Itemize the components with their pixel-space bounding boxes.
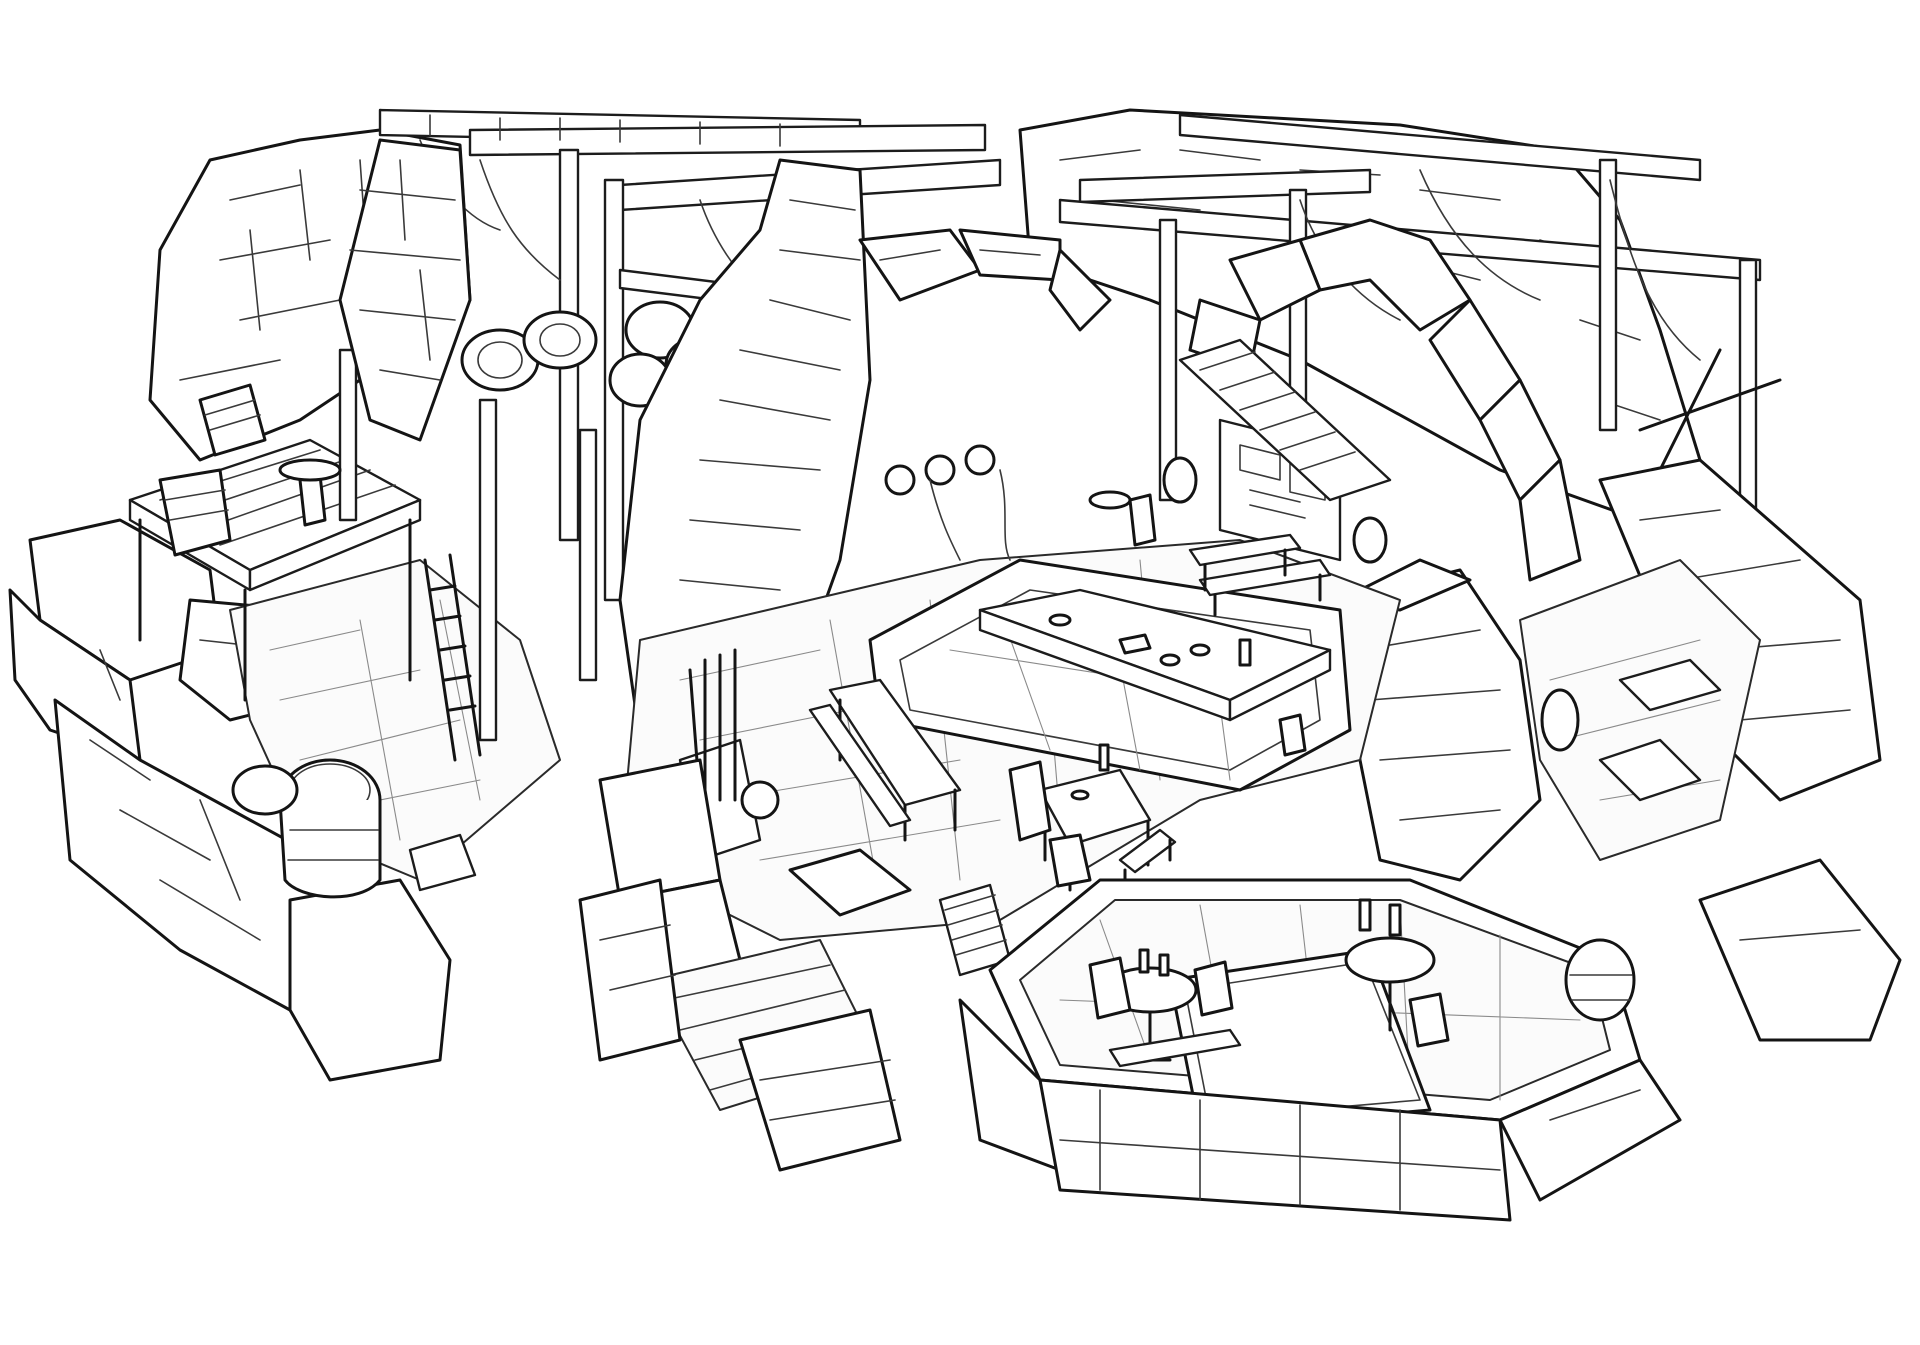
table-center (1008, 743, 1152, 892)
barrel-icon (1540, 688, 1580, 752)
back-staircase (1178, 338, 1392, 502)
chair-icon (1008, 760, 1052, 842)
table-icon (1038, 768, 1152, 847)
floor-slab (788, 848, 1012, 977)
arch-icon (1228, 238, 1322, 322)
front-dining-pit (988, 878, 1642, 1132)
chair-icon (298, 473, 327, 527)
entrance-stairs (578, 758, 902, 1172)
chair-icon (1128, 493, 1157, 547)
right-arch (1188, 218, 1582, 882)
bench-center-right (1118, 828, 1177, 892)
storage-floor (229, 559, 561, 881)
front-pit-wall (958, 998, 1682, 1222)
rug (1168, 948, 1432, 1132)
barrel-icon (522, 310, 598, 370)
small-props (278, 456, 1388, 757)
table-icon (278, 458, 342, 482)
chair-icon (1088, 956, 1132, 1020)
chair-icon (1193, 960, 1234, 1017)
hanging-shields (884, 444, 1011, 561)
table-left-long (808, 678, 962, 842)
table-icon (1598, 738, 1702, 802)
table-icon (828, 678, 962, 807)
barrel-icon (1564, 938, 1636, 1022)
back-benches (1188, 533, 1332, 617)
left-stone-tower (338, 138, 472, 442)
table-icon (1344, 936, 1436, 984)
arch-icon (858, 228, 982, 302)
storage-barrels (231, 553, 482, 899)
right-alcove (1519, 559, 1761, 1022)
table-icon (1618, 658, 1722, 712)
chair-icon (1408, 992, 1450, 1048)
barrel-icon (231, 764, 299, 816)
barrel-icon (158, 468, 232, 557)
barrel-icon (1352, 516, 1388, 564)
chair-icon (1048, 833, 1092, 888)
barrel-icon (1162, 456, 1198, 504)
sunken-bar-pit (868, 558, 1352, 792)
